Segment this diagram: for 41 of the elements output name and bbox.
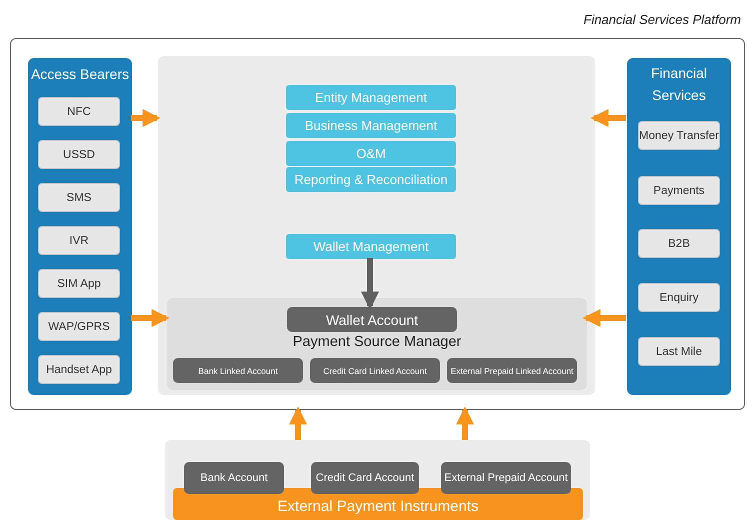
account-item: Bank Account [184,462,284,494]
instrument-panel [165,440,590,520]
module-bar: Reporting & Reconciliation [286,167,456,192]
platform-frame [10,38,745,410]
service-panel [627,58,731,395]
channel-item: SIM App [38,269,120,298]
account-item: Credit Card Account [311,462,419,494]
arrow [590,109,626,127]
linked-account-item: Bank Linked Account [173,358,303,383]
channel-item: IVR [38,226,120,255]
arrow [361,258,379,310]
channel-item: SMS [38,183,120,212]
service-item: Enquiry [638,283,720,312]
linked-account-item: Credit Card Linked Account [310,358,440,383]
channel-item: USSD [38,140,120,169]
account-item: External Prepaid Account [441,462,571,494]
panel-heading: Access Bearers [30,65,130,84]
channel-panel [28,58,132,395]
arrow [456,406,474,440]
arrow [289,406,307,440]
module-bar: O&M [286,141,456,166]
channel-item: WAP/GPRS [38,312,120,341]
module-bar: Entity Management [286,85,456,110]
module-bar: Wallet Management [286,234,456,259]
diagram-title: Financial Services Platform [584,12,741,27]
service-item: B2B [638,229,720,258]
wallet-account-bar: Wallet Account [287,307,457,332]
arrow [131,109,161,127]
core-panel [158,56,595,395]
service-item: Money Transfer [638,121,720,150]
module-bar: Business Management [286,113,456,138]
arrow [131,309,170,327]
arrow [582,309,626,327]
payment-source-panel [167,298,587,390]
linked-account-item: External Prepaid Linked Account [447,358,577,383]
service-item: Last Mile [638,337,720,366]
channel-item: Handset App [38,355,120,384]
panel-heading: Payment Source Manager [292,334,462,350]
panel-heading: Financial Services [650,64,708,105]
channel-item: NFC [38,97,120,126]
service-item: Payments [638,176,720,205]
